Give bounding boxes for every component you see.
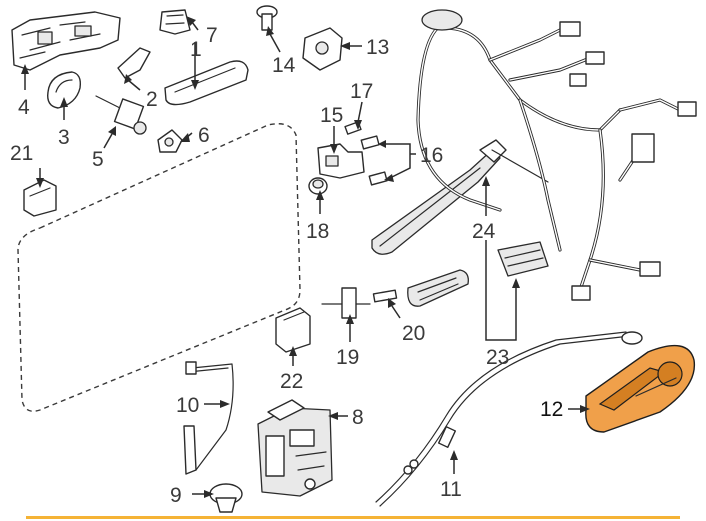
- bottom-accent-rule: [26, 516, 680, 519]
- label-2: 2: [146, 88, 158, 111]
- label-21: 21: [10, 142, 33, 165]
- label-9: 9: [170, 484, 182, 507]
- part-23-control-unit[interactable]: [497, 241, 549, 277]
- label-13: 13: [366, 36, 389, 59]
- label-1: 1: [190, 38, 202, 61]
- callout-labels: 1 2 3 4 5 6 7 8 9 10 11 12 13 14 15 16 1…: [10, 24, 563, 507]
- label-14: 14: [272, 54, 296, 77]
- label-22: 22: [280, 370, 303, 393]
- part-24-regulator-rail[interactable]: [371, 139, 549, 255]
- part-15-hinge-bracket[interactable]: [317, 143, 365, 179]
- label-8: 8: [352, 406, 364, 429]
- label-3: 3: [58, 126, 70, 149]
- part-6-grommet[interactable]: [157, 129, 183, 153]
- part-21-clip[interactable]: [23, 179, 57, 217]
- part-3-seal[interactable]: [47, 71, 82, 109]
- label-17: 17: [350, 80, 373, 103]
- door-outline: [17, 123, 301, 412]
- part-7-handle-cap[interactable]: [159, 9, 191, 35]
- label-15: 15: [320, 104, 343, 127]
- part-12-inside-handle[interactable]: [585, 344, 696, 433]
- label-10: 10: [176, 394, 199, 417]
- label-6: 6: [198, 124, 210, 147]
- part-22-bumper[interactable]: [275, 307, 311, 353]
- leader-lines: [21, 16, 590, 498]
- part-10-rod[interactable]: [183, 361, 234, 475]
- label-16: 16: [420, 144, 443, 167]
- label-7: 7: [206, 24, 218, 47]
- part-1-outside-handle[interactable]: [164, 60, 249, 106]
- label-23: 23: [486, 346, 509, 369]
- label-20: 20: [402, 322, 425, 345]
- part-20-connector[interactable]: [372, 269, 469, 307]
- part-4-handle-carrier[interactable]: [11, 11, 121, 71]
- part-8-lock-mechanism[interactable]: [257, 399, 333, 497]
- part-2-handle-cover[interactable]: [117, 47, 151, 79]
- part-19-hinge-pin[interactable]: [321, 287, 371, 319]
- label-4: 4: [18, 96, 30, 119]
- part-11-cable[interactable]: [375, 331, 643, 507]
- part-14-bolt[interactable]: [256, 5, 278, 31]
- label-19: 19: [336, 346, 359, 369]
- harness-connectors: [421, 9, 697, 301]
- label-5: 5: [92, 148, 104, 171]
- part-9-push-pin[interactable]: [209, 483, 243, 513]
- part-13-striker[interactable]: [302, 27, 343, 71]
- part-5-lock-cylinder[interactable]: [95, 95, 147, 135]
- wiring-harness: [416, 24, 682, 292]
- label-12: 12: [540, 398, 563, 421]
- part-18-cap[interactable]: [308, 177, 328, 195]
- label-18: 18: [306, 220, 329, 243]
- label-24: 24: [472, 220, 496, 243]
- label-11: 11: [440, 478, 462, 501]
- part-16-screws[interactable]: [360, 135, 388, 186]
